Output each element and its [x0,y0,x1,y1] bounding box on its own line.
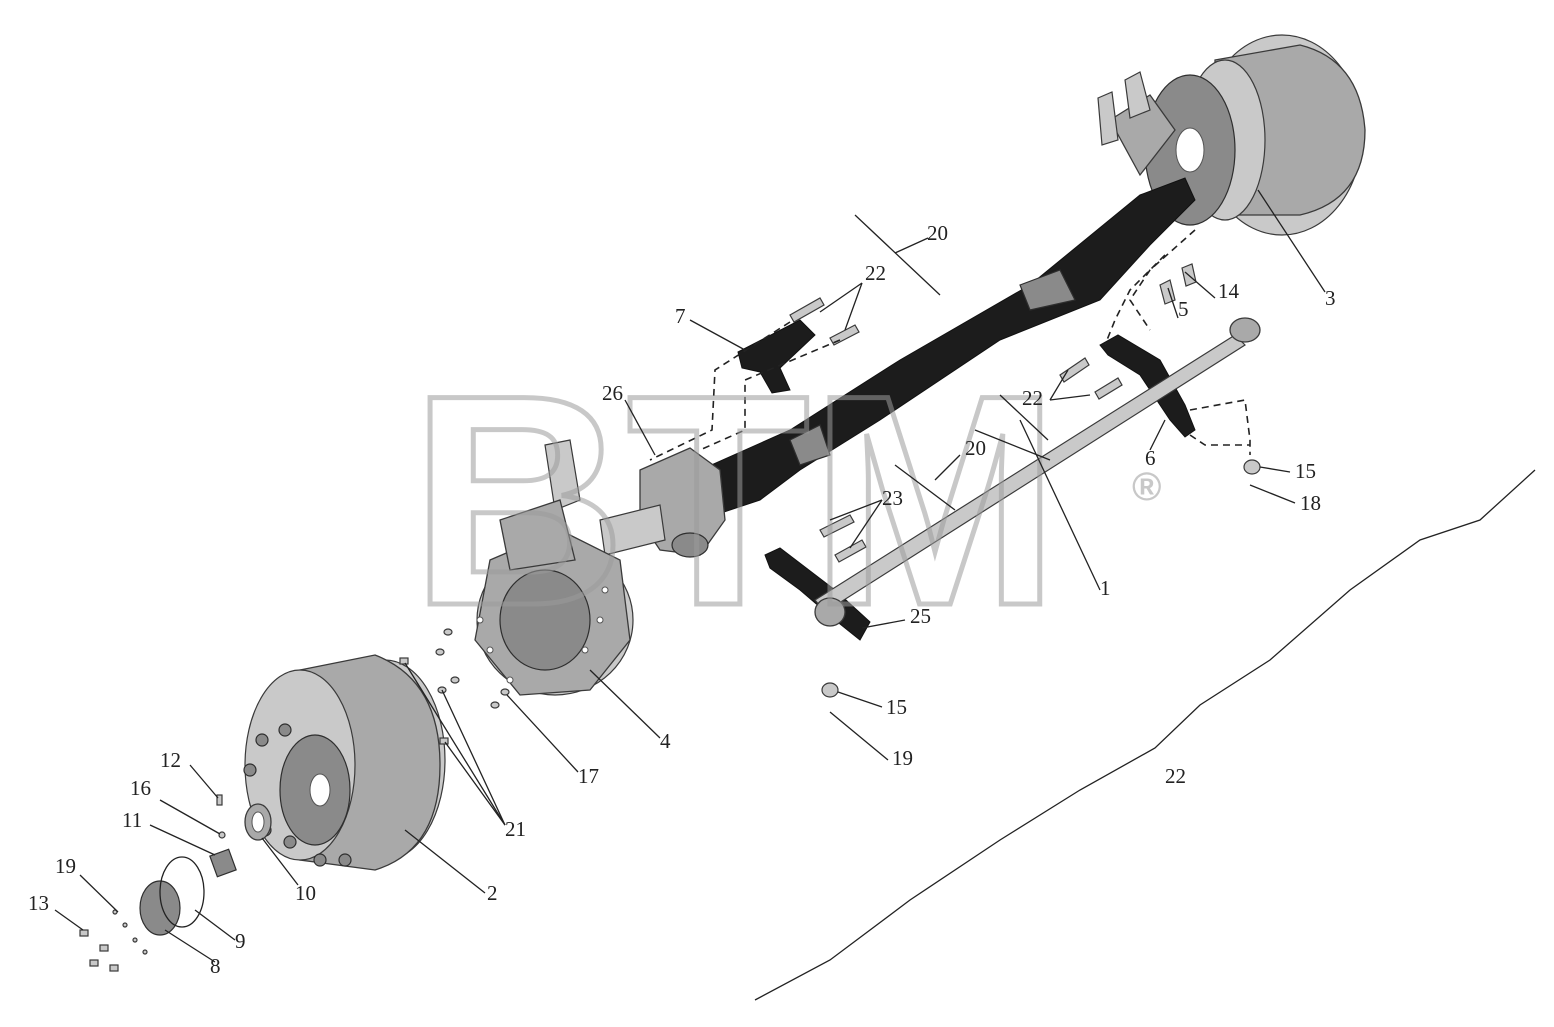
left-steering-knuckle [599,447,726,558]
dashed-assembly-lines [649,229,1251,461]
left-brake-drum [243,654,446,871]
steering-arms-and-tie-rod [737,317,1261,698]
label-7: 7 [675,304,686,328]
label-18: 17 [578,764,599,788]
label-12: 12 [160,748,181,772]
label-23: 25 [910,604,931,628]
hub-cap-parts [139,803,272,936]
label-4: 4 [660,729,671,753]
boundary-line [754,469,1536,1001]
label-3: 3 [1325,286,1336,310]
label-8: 8 [210,954,221,978]
label-2: 2 [487,881,498,905]
label-17: 16 [130,776,151,800]
label-13: 13 [28,891,49,915]
small-fasteners [79,628,510,972]
label-1: 1 [1100,576,1111,600]
label-9: 9 [235,929,246,953]
label-5: 5 [1178,297,1189,321]
label-11: 11 [122,808,142,832]
label-10: 10 [295,881,316,905]
label-19-lower: 19 [892,746,913,770]
label-20-top: 20 [927,221,948,245]
part-labels: 20 22 7 14 5 3 26 22 20 6 15 18 23 1 25 … [28,221,1336,978]
label-16: 19 [55,854,76,878]
watermark-text: BTM [410,332,1060,668]
label-22-middle: 22 [1022,386,1043,410]
leader-lines [54,189,1326,963]
label-21: 21 [505,817,526,841]
watermark-registered-mark: ® [1132,465,1161,509]
label-20-middle: 20 [965,436,986,460]
label-25: 22 [1165,764,1186,788]
label-6: 6 [1145,446,1156,470]
label-26: 26 [602,381,623,405]
label-19-right: 18 [1300,491,1321,515]
label-14: 14 [1218,279,1240,303]
label-15-right: 15 [1295,459,1316,483]
left-brake-assembly [474,439,634,696]
watermark: BTM ® [408,330,1162,671]
label-15-lower: 15 [886,695,907,719]
label-22-lower: 23 [882,486,903,510]
label-22-top: 22 [865,261,886,285]
